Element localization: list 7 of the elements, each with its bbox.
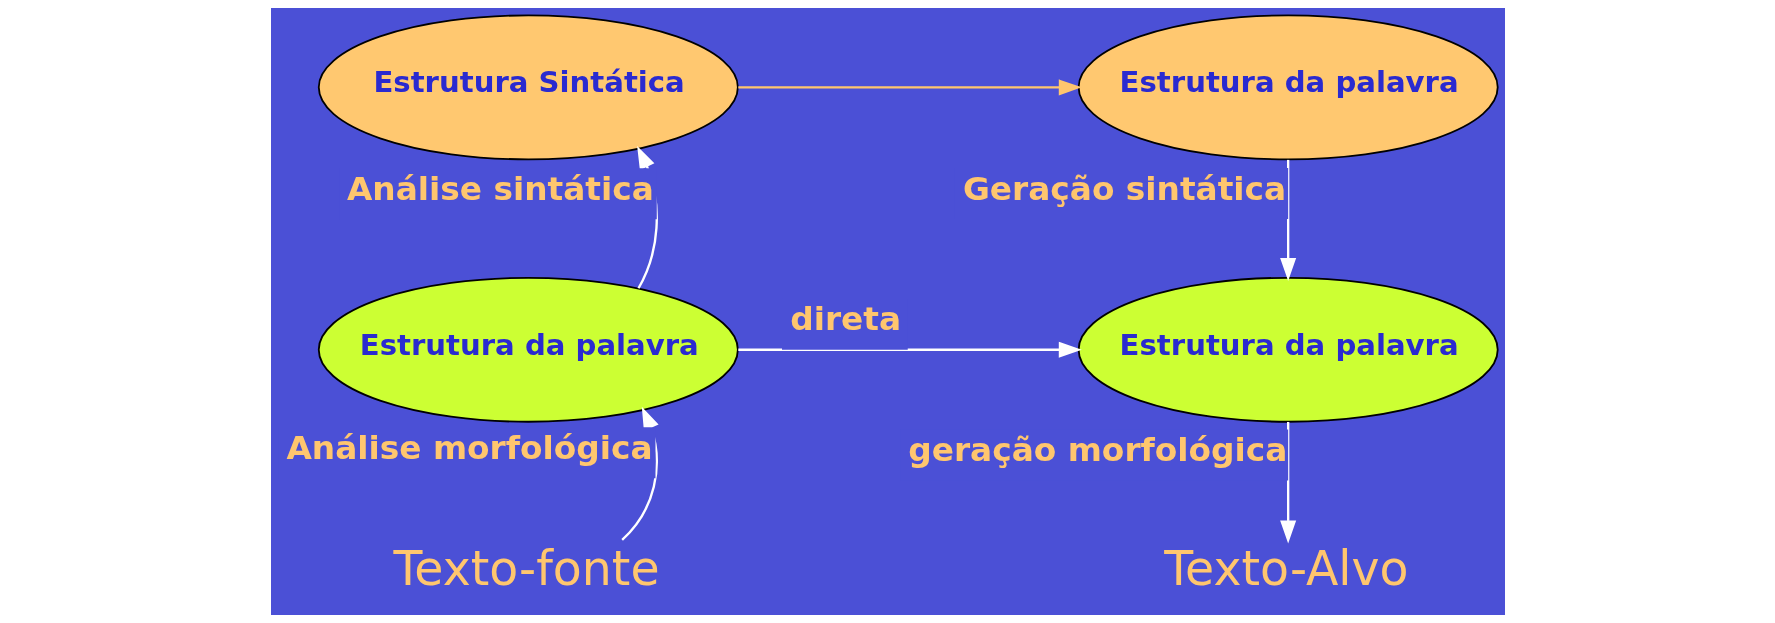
edge-label: geração morfológica (907, 431, 1287, 470)
node-text: Texto-Alvo (1163, 541, 1408, 597)
edge-label: direta (789, 300, 901, 339)
edge-label: Análise morfológica (285, 429, 653, 468)
edge-label: Análise sintática (346, 169, 654, 208)
node-text: Texto-fonte (392, 541, 660, 597)
edge-label: Geração sintática (962, 169, 1286, 208)
